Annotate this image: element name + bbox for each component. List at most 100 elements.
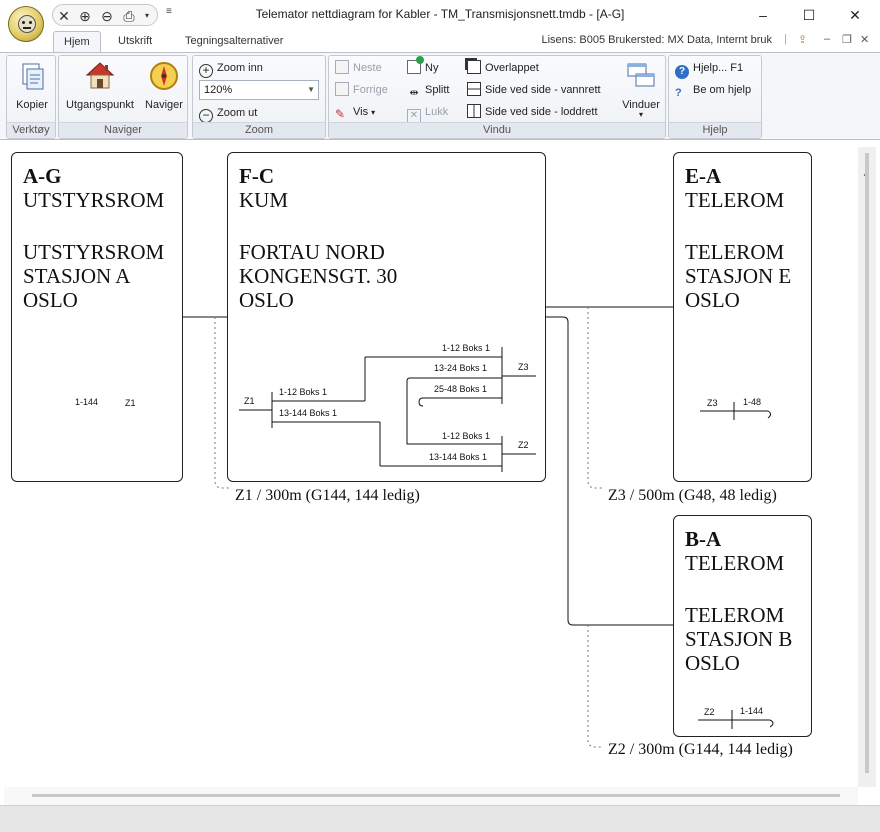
cable-z3-label[interactable]: Z3 / 500m (G48, 48 ledig) [608, 487, 777, 504]
mdi-restore-icon[interactable]: ❐ [842, 34, 852, 46]
group-label-verktoy: Verktøy [7, 122, 55, 138]
vinduer-button[interactable]: Vinduer ▾ [617, 58, 665, 119]
node-city: OSLO [685, 288, 740, 312]
side-loddrett-button[interactable]: Side ved side - loddrett [467, 102, 598, 122]
fc-z3-label: Z3 [518, 362, 529, 372]
vis-label: Vis [353, 106, 369, 118]
node-f-c[interactable]: F-C KUM FORTAU NORD KONGENSGT. 30 OSLO [227, 152, 546, 482]
tile-horizontal-icon [467, 82, 481, 96]
node-name: UTSTYRSROM [23, 240, 165, 264]
close-document-icon[interactable]: ✕ [58, 8, 70, 24]
naviger-button[interactable]: Naviger [141, 58, 187, 111]
zoom-level-select[interactable]: 120% ▼ [199, 80, 319, 100]
mdi-close-icon[interactable]: ✕ [860, 34, 870, 46]
new-window-icon [407, 56, 424, 74]
overlappet-button[interactable]: Overlappet [467, 58, 539, 78]
fc-z2-range-a: 1-12 Boks 1 [442, 431, 491, 441]
ny-label: Ny [425, 62, 439, 74]
customize-toolbar-icon[interactable]: ≡ [166, 6, 172, 17]
node-site: STASJON A [23, 264, 131, 288]
node-city: OSLO [239, 288, 294, 312]
cable-z2-label[interactable]: Z2 / 300m (G144, 144 ledig) [608, 741, 793, 758]
kopier-label: Kopier [16, 99, 48, 111]
overlappet-label: Overlappet [485, 62, 539, 74]
ag-cable-label: Z1 [125, 398, 136, 408]
lukk-label: Lukk [425, 106, 449, 118]
tab-tegningsalternativer[interactable]: Tegningsalternativer [185, 35, 284, 47]
node-code: B-A [685, 527, 722, 551]
vis-button[interactable]: ✎ Vis▾ [335, 102, 375, 122]
hjelp-f1-label: Hjelp... F1 [693, 62, 744, 74]
side-vannrett-button[interactable]: Side ved side - vannrett [467, 80, 601, 100]
tab-utskrift[interactable]: Utskrift [118, 35, 153, 47]
cable-z2-line[interactable] [545, 316, 674, 626]
ask-help-icon: ? [675, 87, 682, 99]
hjelp-f1-button[interactable]: ? Hjelp... F1 [675, 58, 744, 79]
ea-range-label: 1-48 [743, 397, 762, 407]
group-naviger: Utgangspunkt Naviger Naviger [58, 55, 188, 139]
node-b-a[interactable]: B-A TELEROM TELEROM STASJON B OSLO [673, 515, 812, 737]
neste-button[interactable]: Neste [335, 58, 382, 78]
close-button[interactable]: ✕ [849, 7, 861, 23]
node-name: TELEROM [685, 240, 785, 264]
node-type: TELEROM [685, 188, 785, 212]
group-label-zoom: Zoom [193, 122, 325, 138]
group-label-naviger: Naviger [59, 122, 187, 138]
pin-icon: ✎ [335, 107, 346, 121]
cable-z1-label[interactable]: Z1 / 300m (G144, 144 ledig) [235, 487, 420, 504]
cascade-icon [467, 60, 481, 74]
separator-icon: | [784, 33, 787, 45]
quick-access-toolbar: ✕ ⊕ ⊖ ⎙ ▾ [52, 4, 158, 26]
compass-icon [150, 62, 178, 90]
app-logo-icon[interactable] [8, 6, 44, 42]
splitt-button[interactable]: ⇹Splitt [407, 80, 449, 100]
node-name: TELEROM [685, 603, 785, 627]
ag-range-label: 1-144 [75, 397, 99, 407]
ea-cable-label: Z3 [707, 398, 718, 408]
print-dropdown-icon[interactable]: ▾ [144, 11, 149, 20]
horizontal-scroll-thumb[interactable] [32, 794, 840, 797]
zoom-in-icon: + [199, 64, 213, 78]
horizontal-scrollbar[interactable] [4, 787, 858, 805]
copy-icon [22, 63, 44, 90]
next-icon [335, 60, 349, 74]
ba-cable-label: Z2 [704, 707, 715, 717]
zoom-out-icon[interactable]: ⊖ [101, 8, 113, 24]
node-code: E-A [685, 164, 722, 188]
node-site: KONGENSGT. 30 [239, 264, 398, 288]
ny-button[interactable]: Ny [407, 56, 439, 78]
zoom-in-icon[interactable]: ⊕ [79, 8, 91, 24]
node-type: KUM [239, 188, 289, 212]
side-loddrett-label: Side ved side - loddrett [485, 106, 598, 118]
help-icon: ? [675, 65, 689, 79]
naviger-label: Naviger [145, 99, 183, 111]
forrige-button[interactable]: Forrige [335, 80, 388, 100]
minimize-button[interactable]: – [759, 7, 767, 23]
maximize-button[interactable]: ☐ [802, 7, 816, 23]
windows-icon [627, 63, 655, 87]
node-e-a[interactable]: E-A TELEROM TELEROM STASJON E OSLO [673, 152, 812, 482]
utgangspunkt-button[interactable]: Utgangspunkt [61, 58, 139, 111]
fc-z1-label: Z1 [244, 396, 255, 406]
forrige-label: Forrige [353, 84, 388, 96]
zoom-level-value: 120% [204, 84, 233, 96]
print-icon[interactable]: ⎙ [123, 8, 135, 24]
zoom-inn-button[interactable]: +Zoom inn [199, 58, 263, 78]
fc-z1-range-a: 1-12 Boks 1 [279, 387, 328, 397]
vis-dropdown-icon: ▾ [371, 108, 376, 117]
node-a-g[interactable]: A-G UTSTYRSROM UTSTYRSROM STASJON A OSLO [11, 152, 183, 482]
upgrade-icon[interactable]: ⇪ [798, 34, 808, 46]
kopier-button[interactable]: Kopier [9, 58, 55, 111]
mdi-minimize-icon[interactable]: – [824, 33, 831, 45]
node-site: STASJON B [685, 627, 793, 651]
node-site: STASJON E [685, 264, 792, 288]
cable-z3-leader [587, 307, 603, 489]
be-om-hjelp-button[interactable]: ?Be om hjelp [675, 80, 751, 100]
zoom-ut-label: Zoom ut [217, 107, 258, 119]
vertical-scroll-thumb[interactable] [865, 153, 869, 773]
fc-z2-label: Z2 [518, 440, 529, 450]
fc-z3-range-a: 1-12 Boks 1 [442, 343, 491, 353]
vertical-scrollbar[interactable]: ▲ [858, 147, 876, 787]
vinduer-label: Vinduer [622, 99, 660, 111]
tab-hjem[interactable]: Hjem [53, 31, 101, 52]
